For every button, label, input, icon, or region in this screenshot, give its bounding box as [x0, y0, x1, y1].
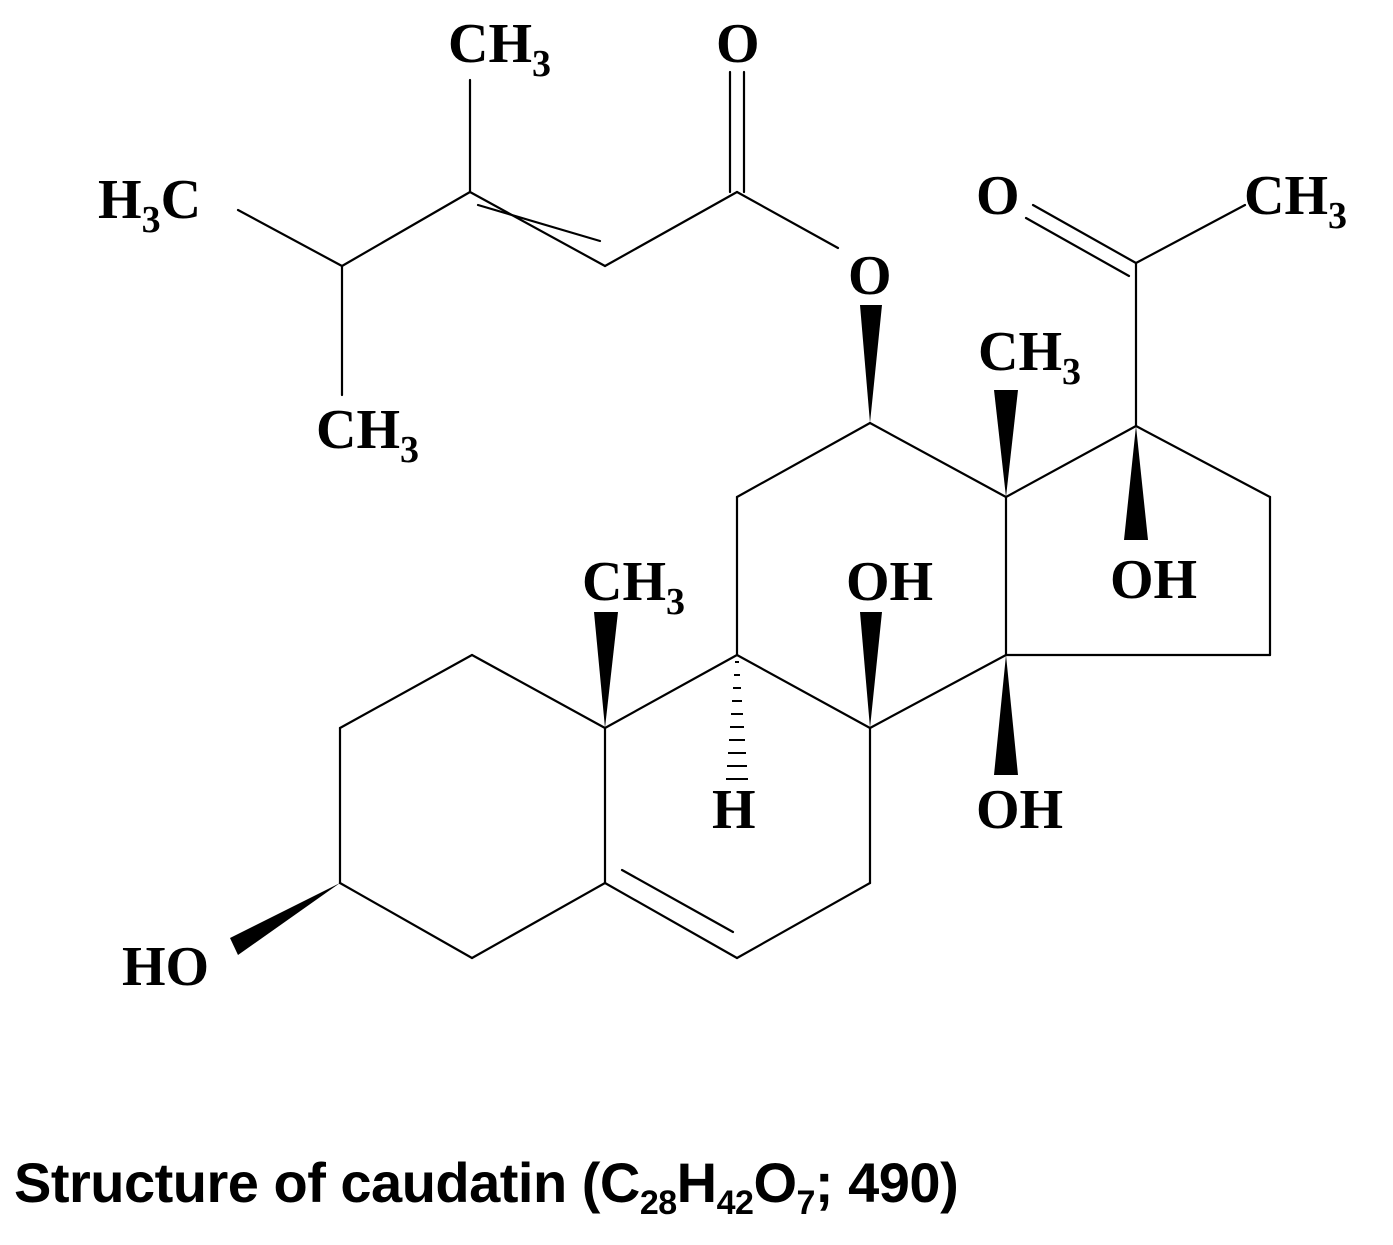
c17-oh-wedge	[1124, 426, 1148, 540]
ring-d	[1004, 424, 1272, 657]
c10-methyl-wedge	[594, 612, 618, 728]
c17-oh-label: OH	[1110, 549, 1197, 611]
c19-ch3-label: CH3	[582, 551, 685, 623]
ch3-isopropyl-label: CH3	[316, 399, 419, 471]
c9-h-hash	[726, 661, 748, 780]
c18-ch3-label: CH3	[978, 321, 1081, 393]
ring-b	[603, 653, 872, 960]
c8-oh-wedge	[860, 612, 882, 728]
acetyl-ch3-label: CH3	[1244, 165, 1347, 237]
c14-oh-wedge	[994, 655, 1018, 775]
ring-c	[735, 421, 1008, 730]
ester-ch3-top-label: CH3	[448, 13, 551, 85]
ketone-o-label: O	[976, 165, 1020, 227]
ring-a	[338, 653, 607, 960]
figure-caption: Structure of caudatin (C28H42O7; 490)	[14, 1151, 959, 1222]
c12-ester-wedge	[860, 305, 882, 423]
stereo-bonds	[230, 305, 1148, 955]
ester-o-label: O	[848, 245, 892, 307]
acetyl-group	[1024, 203, 1247, 428]
carbonyl-o-label: O	[716, 13, 760, 75]
c9-h-label: H	[712, 779, 756, 841]
c13-methyl-wedge	[994, 390, 1018, 497]
ester-side-chain	[236, 70, 840, 397]
c3-oh-wedge	[230, 883, 340, 955]
c14-oh-label: OH	[976, 779, 1063, 841]
c8-oh-label: OH	[846, 551, 933, 613]
c3-ho-label: HO	[122, 936, 209, 998]
h3c-left-label: H3C	[98, 169, 201, 241]
